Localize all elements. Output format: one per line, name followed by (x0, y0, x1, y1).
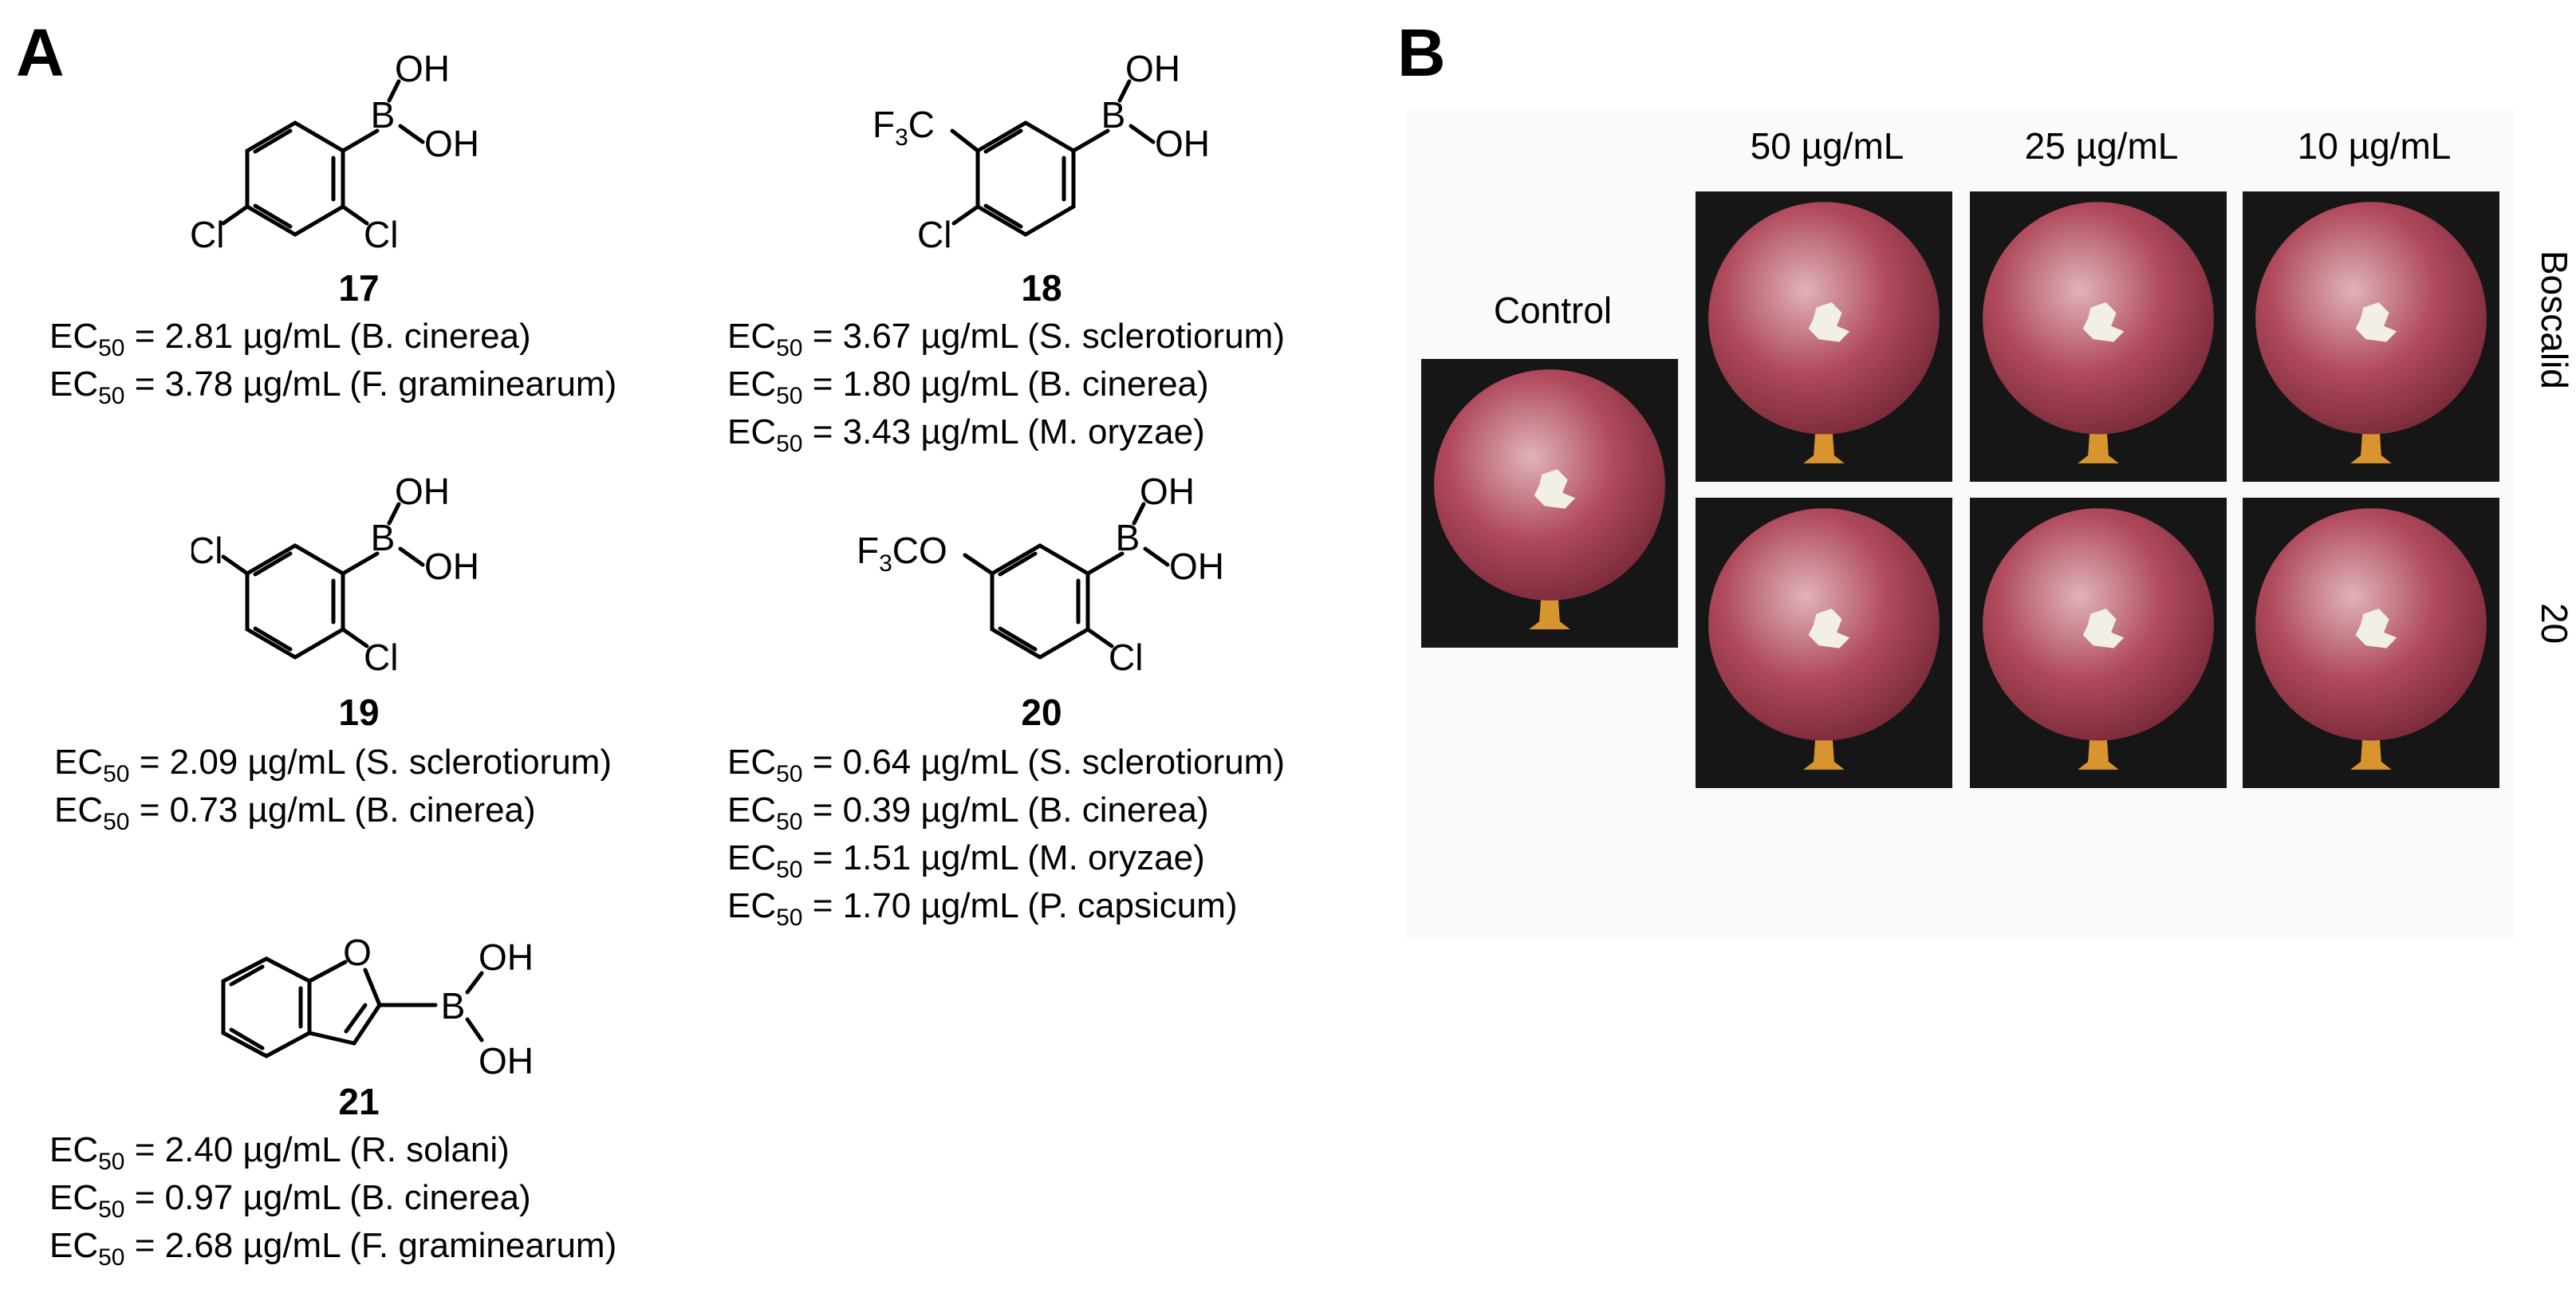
grape-photo-boscalid-50 (1696, 191, 1952, 482)
mold-spot (2082, 608, 2125, 648)
compound-17-activities: EC50 = 2.81 µg/mL (B. cinerea) EC50 = 3.… (49, 313, 616, 408)
compound-19-activities: EC50 = 2.09 µg/mL (S. sclerotiorum) EC50… (54, 739, 612, 834)
chloro-label: Cl (191, 530, 223, 571)
ec50-line: EC50 = 3.78 µg/mL (F. graminearum) (49, 365, 617, 409)
hydroxyl-label: OH (1169, 546, 1224, 587)
boron-label: B (441, 985, 466, 1027)
panel-b-label: B (1397, 15, 1446, 90)
compound-number: 20 (1021, 692, 1062, 733)
column-header: 25 µg/mL (2024, 125, 2179, 167)
compound-18-structure: B OH OH F3C Cl (872, 48, 1210, 255)
compound-17-structure: B OH OH Cl Cl (191, 48, 479, 255)
hydroxyl-label: OH (424, 546, 479, 587)
hydroxyl-label: OH (395, 48, 450, 89)
oxygen-label: O (343, 932, 372, 973)
hydroxyl-label: OH (1140, 471, 1195, 512)
trifluoromethyl-label: F3C (872, 104, 935, 151)
row-label-compound-20: 20 (2534, 603, 2575, 644)
mold-spot (2082, 302, 2125, 342)
ec50-line: EC50 = 0.64 µg/mL (S. sclerotiorum) (727, 743, 1285, 787)
boron-label: B (1101, 94, 1126, 136)
ec50-line: EC50 = 2.40 µg/mL (R. solani) (49, 1130, 510, 1175)
ec50-line: EC50 = 1.80 µg/mL (B. cinerea) (727, 365, 1209, 409)
mold-spot (1808, 608, 1850, 648)
mold-spot (2355, 302, 2397, 342)
ec50-line: EC50 = 0.39 µg/mL (B. cinerea) (727, 790, 1209, 835)
hydroxyl-label: OH (479, 1040, 534, 1082)
hydroxyl-label: OH (479, 936, 534, 978)
chloro-label: Cl (191, 214, 224, 255)
boron-label: B (371, 94, 396, 136)
compound-20-activities: EC50 = 0.64 µg/mL (S. sclerotiorum) EC50… (727, 739, 1285, 930)
boron-label: B (371, 517, 396, 558)
grape-photo-compound-20-10 (2243, 498, 2499, 788)
grape-stem (2078, 418, 2119, 463)
grape-photo-boscalid-25 (1970, 191, 2227, 482)
grape-stem (1803, 418, 1845, 463)
compound-number: 21 (338, 1081, 380, 1122)
compound-number: 19 (338, 692, 380, 733)
panel-a-label: A (16, 15, 65, 90)
hydroxyl-label: OH (395, 471, 450, 512)
chloro-label: Cl (364, 637, 398, 678)
column-header: 50 µg/mL (1750, 125, 1904, 167)
ec50-line: EC50 = 3.43 µg/mL (M. oryzae) (727, 412, 1205, 457)
mold-spot (1534, 469, 1576, 509)
ec50-line: EC50 = 3.67 µg/mL (S. sclerotiorum) (727, 317, 1285, 361)
mold-spot (1808, 302, 1850, 342)
chloro-label: Cl (917, 214, 951, 255)
grape-stem (2350, 418, 2392, 463)
grape-photo-compound-20-50 (1696, 498, 1952, 788)
ec50-line: EC50 = 2.09 µg/mL (S. sclerotiorum) (54, 743, 612, 787)
compound-20-structure: B OH OH F3CO Cl (857, 471, 1224, 678)
row-label-boscalid: Boscalid (2534, 250, 2575, 389)
grape-stem (1529, 585, 1570, 629)
grape-photo-control (1421, 359, 1678, 648)
compound-19-structure: B OH OH Cl Cl (191, 471, 479, 678)
chloro-label: Cl (1109, 637, 1143, 678)
compound-21-activities: EC50 = 2.40 µg/mL (R. solani) EC50 = 0.9… (49, 1126, 616, 1270)
compound-number: 17 (338, 267, 380, 309)
control-label: Control (1493, 290, 1613, 331)
grape-stem (1803, 724, 1845, 770)
ec50-line: EC50 = 2.81 µg/mL (B. cinerea) (49, 317, 531, 361)
column-header: 10 µg/mL (2297, 125, 2452, 167)
trifluoromethoxy-label: F3CO (857, 530, 947, 577)
boron-label: B (1116, 517, 1140, 558)
ec50-line: EC50 = 0.73 µg/mL (B. cinerea) (54, 790, 536, 835)
compound-18-activities: EC50 = 3.67 µg/mL (S. sclerotiorum) EC50… (727, 313, 1285, 456)
ec50-line: EC50 = 2.68 µg/mL (F. graminearum) (49, 1226, 617, 1271)
ec50-line: EC50 = 0.97 µg/mL (B. cinerea) (49, 1178, 531, 1223)
grape-stem (2350, 724, 2392, 770)
hydroxyl-label: OH (1125, 48, 1180, 89)
hydroxyl-label: OH (424, 123, 479, 164)
mold-spot (2355, 608, 2397, 648)
compound-21-structure: O B OH OH (221, 932, 534, 1082)
hydroxyl-label: OH (1155, 123, 1210, 164)
grape-photo-compound-20-25 (1970, 498, 2227, 788)
grape-photo-boscalid-10 (2243, 191, 2499, 482)
chloro-label: Cl (364, 214, 398, 255)
ec50-line: EC50 = 1.51 µg/mL (M. oryzae) (727, 838, 1205, 883)
compound-number: 18 (1021, 267, 1062, 309)
grape-stem (2078, 724, 2119, 770)
ec50-line: EC50 = 1.70 µg/mL (P. capsicum) (727, 886, 1238, 931)
